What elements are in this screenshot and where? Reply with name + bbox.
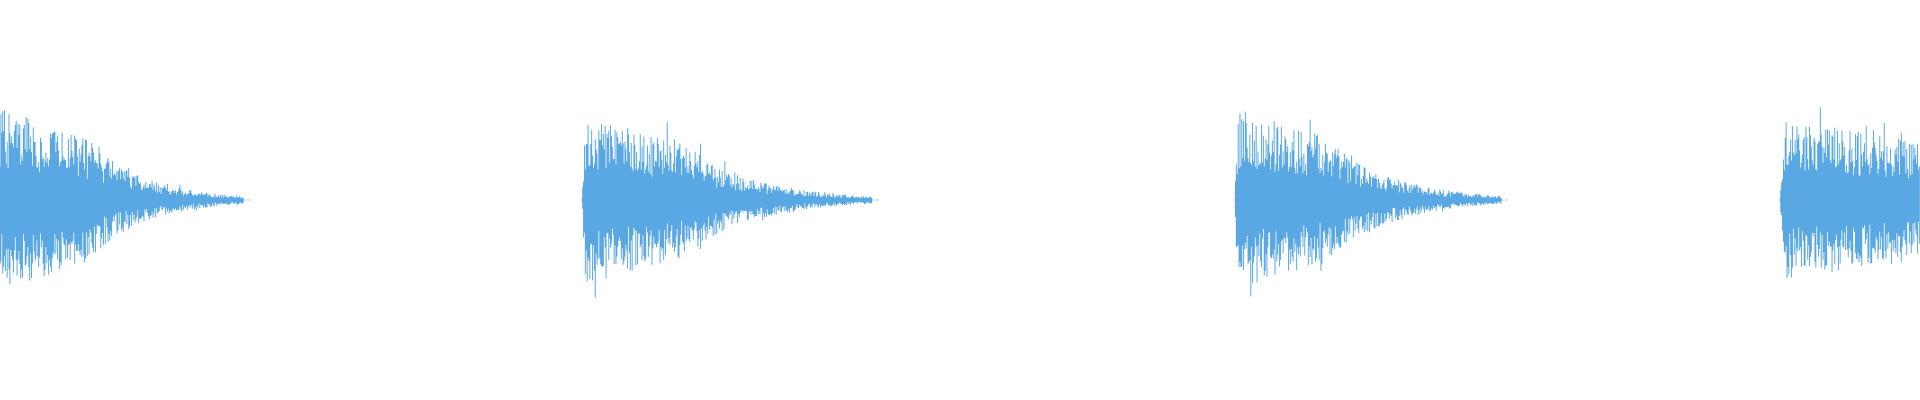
waveform-bursts [0,107,1920,298]
waveform-burst-4 [1779,107,1920,279]
waveform-burst-1 [0,110,244,285]
waveform-burst-2 [581,122,873,298]
waveform-burst-3 [1234,111,1502,297]
